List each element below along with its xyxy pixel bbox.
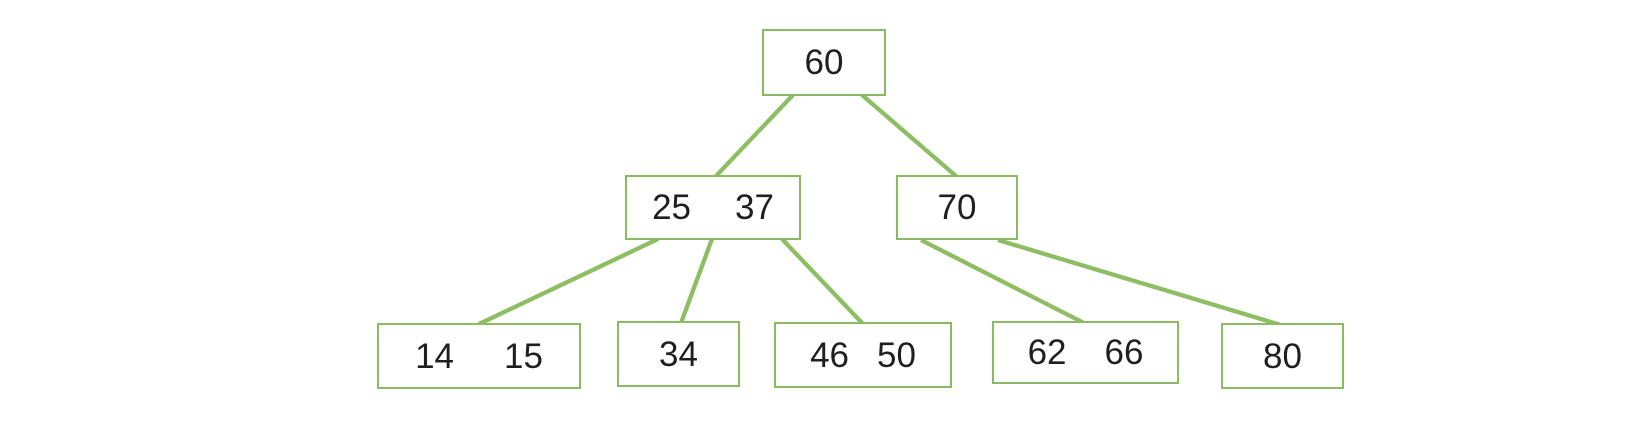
edge-70-to-62-66 — [920, 238, 1085, 325]
node-key: 70 — [937, 188, 977, 227]
node-key: 62 — [1027, 333, 1067, 372]
tree-node-62-66: 62 66 — [992, 321, 1179, 384]
tree-node-14-15: 14 15 — [377, 323, 581, 389]
edge-25-37-to-34 — [678, 238, 715, 324]
node-key: 50 — [877, 335, 916, 375]
tree-node-80: 80 — [1221, 323, 1344, 389]
tree-node-34: 34 — [617, 321, 740, 387]
node-key: 46 — [810, 335, 849, 375]
node-key: 15 — [504, 336, 543, 376]
edge-60-to-25-37 — [714, 93, 795, 178]
tree-node-46-50: 46 50 — [774, 322, 952, 388]
node-key: 80 — [1263, 336, 1302, 376]
edge-70-to-80 — [997, 237, 1282, 328]
tree-node-25-37: 25 37 — [625, 175, 801, 240]
node-key: 34 — [659, 334, 698, 374]
node-key: 66 — [1104, 333, 1144, 372]
node-key: 25 — [652, 188, 691, 227]
tree-node-60: 60 — [762, 29, 886, 96]
node-key: 14 — [415, 336, 454, 376]
edge-25-37-to-14-15 — [478, 237, 659, 326]
tree-node-70: 70 — [896, 175, 1018, 240]
node-key: 60 — [804, 43, 844, 82]
edge-25-37-to-46-50 — [780, 237, 865, 326]
node-key: 37 — [735, 188, 774, 227]
edge-60-to-70 — [860, 93, 958, 178]
